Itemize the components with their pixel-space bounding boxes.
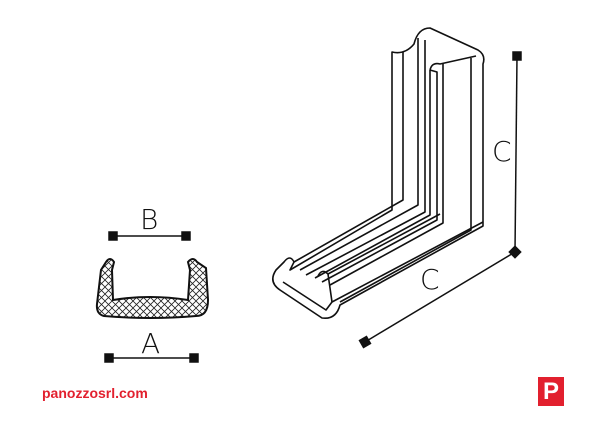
brand-logo: P [538, 377, 564, 406]
website-link[interactable]: panozzosrl.com [42, 385, 148, 401]
label-c-length: C [420, 263, 440, 296]
label-c-height: C [492, 135, 512, 168]
label-b: B [140, 203, 159, 236]
cross-section-profile [95, 258, 210, 319]
dimension-c-height [508, 51, 522, 259]
corner-profile-3d [272, 27, 485, 320]
label-a: A [141, 327, 161, 360]
dimension-c-length [358, 251, 516, 349]
dimension-a [104, 353, 199, 363]
dimension-b [108, 231, 191, 241]
